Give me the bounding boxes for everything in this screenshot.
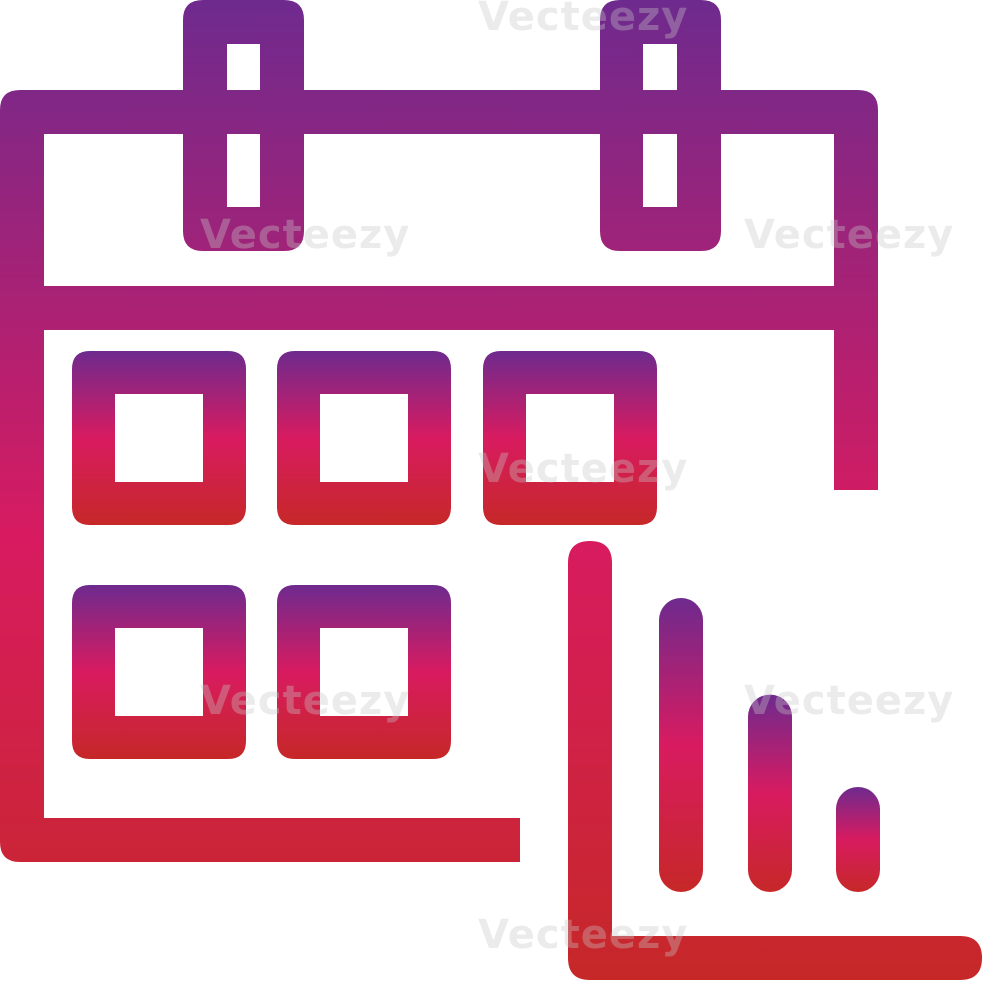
calendar-day-cell [72, 351, 246, 525]
calendar-ring-right [600, 0, 721, 251]
calendar-day-cell [277, 585, 451, 759]
calendar-ring-left [183, 0, 304, 251]
chart-axis [568, 541, 982, 980]
chart-bar [659, 598, 703, 892]
calendar-day-cell [483, 351, 657, 525]
calendar-day-cell [277, 351, 451, 525]
calendar-day-cell [72, 585, 246, 759]
calendar-icon [0, 0, 878, 862]
chart-bar [836, 787, 880, 892]
bar-chart-icon [568, 541, 982, 980]
calendar-day-cells [72, 351, 657, 759]
chart-bar [748, 694, 792, 892]
